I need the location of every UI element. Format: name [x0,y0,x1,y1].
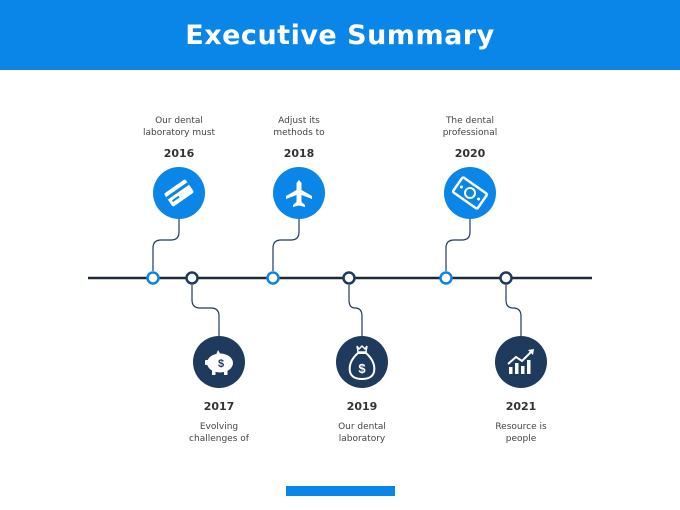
description-2016: Our dental laboratory must [142,116,216,138]
description-2020: The dental professional [442,116,498,138]
year-2020: 2020 [454,147,486,160]
marker-2018 [266,271,280,285]
year-2017: 2017 [203,400,235,413]
connector-2020 [445,218,471,271]
marker-2020 [439,271,453,285]
banknote-icon [444,167,496,219]
page-title: Executive Summary [185,20,495,51]
marker-2019 [342,271,356,285]
year-2016: 2016 [163,147,195,160]
description-2021: Resource is people [495,422,547,444]
connector-2019 [348,285,363,336]
year-2021: 2021 [505,400,537,413]
marker-2021 [499,271,513,285]
piggy-bank-icon: $ [193,336,245,388]
marker-2016 [146,271,160,285]
connector-2016 [152,218,180,271]
svg-text:$: $ [358,361,366,376]
footer-accent-bar [286,486,395,496]
description-2017: Evolving challenges of [189,422,249,444]
header-bar [0,0,680,70]
svg-text:$: $ [218,358,224,370]
description-2018: Adjust its methods to [273,116,325,138]
connector-2017 [191,285,220,336]
connector-2021 [505,285,522,336]
year-2019: 2019 [346,400,378,413]
growth-chart-icon [495,336,547,388]
connector-2018 [272,218,300,271]
airplane-icon [273,167,325,219]
money-bag-icon: $ [336,336,388,388]
marker-2017 [185,271,199,285]
credit-card-icon [153,167,205,219]
description-2019: Our dental laboratory [338,422,386,444]
year-2018: 2018 [283,147,315,160]
